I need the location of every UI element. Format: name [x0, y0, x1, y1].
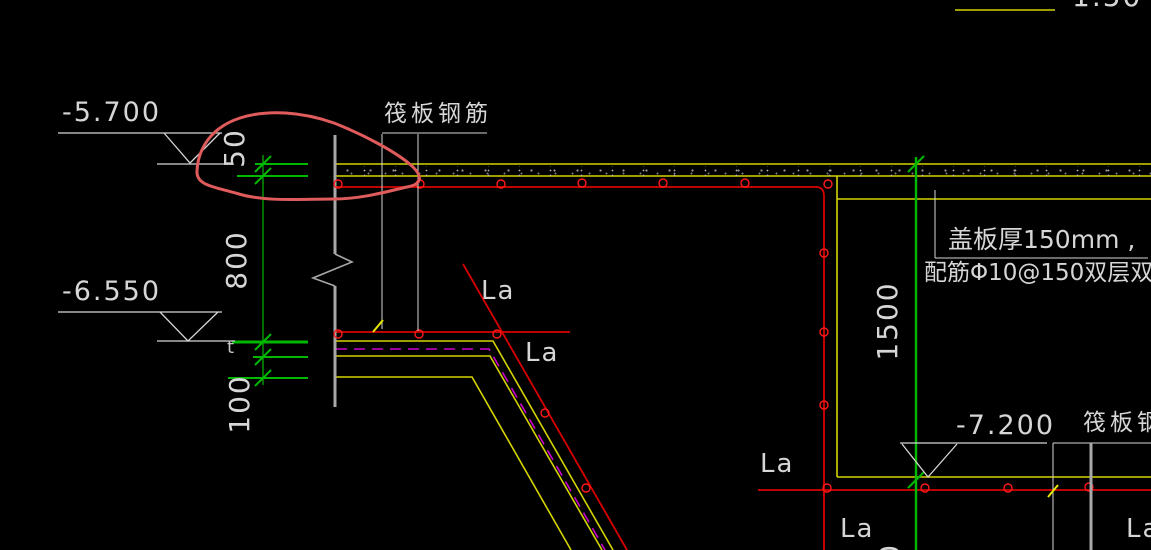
cover-note-line2: 配筋Φ10@150双层双向: [924, 260, 1151, 286]
anchorage-diagonal-rebar: [462, 263, 628, 550]
rebar-dot: [920, 483, 930, 493]
rebar-dot: [740, 178, 750, 188]
rebar-dot: [822, 483, 832, 493]
rebar-dot: [496, 179, 506, 189]
top-rebar-line: [336, 186, 825, 550]
rebar-dot: [819, 327, 829, 337]
slab2-bottom-line: [336, 376, 572, 550]
anchorage-label-la: La: [1126, 514, 1151, 544]
rebar-dot: [823, 179, 833, 189]
dim-tick: [254, 348, 272, 366]
rebar-dot: [1084, 482, 1094, 492]
elevation-value-mid-left: -6.550: [62, 276, 162, 307]
elevation-marker-pit: [900, 442, 1047, 479]
rebar-dot: [819, 400, 829, 410]
anchorage-label-la: La: [760, 449, 795, 479]
rebar-dot: [333, 329, 343, 339]
raft-rebar-label-left: 筏板钢筋: [384, 101, 492, 127]
slab2-top-line: [336, 340, 614, 550]
dim-tick: [254, 333, 272, 351]
dim-text-1500: 1500: [871, 281, 904, 361]
slab2-centerline: [336, 348, 606, 550]
elevation-markers: [58, 132, 1047, 479]
thickness-t-label: t: [227, 337, 236, 358]
rebar-dot: [492, 329, 502, 339]
dim-tick: [254, 369, 272, 387]
dim-text-bottom-partial: 0: [873, 503, 906, 550]
rebar-dot: [414, 329, 424, 339]
leader-tick: [1047, 484, 1059, 498]
anchorage-label-la: La: [525, 338, 560, 368]
elevation-marker-triangle: [159, 311, 219, 342]
elevation-marker-mid-left: [58, 311, 235, 342]
rebar-dot: [540, 408, 550, 418]
elevation-marker-top-left: [58, 132, 228, 165]
rebar-dot: [1003, 483, 1013, 493]
dim-text-800: 800: [220, 230, 253, 290]
anchorage-label-la: La: [840, 514, 875, 544]
elevation-value-pit: -7.200: [956, 410, 1056, 441]
dim-text-100: 100: [223, 374, 256, 434]
concrete-speckle-band: [336, 166, 1151, 176]
rebar-dot: [577, 178, 587, 188]
dim-tick: [907, 471, 925, 489]
leader-tick: [372, 319, 384, 333]
elevation-value-top-left: -5.700: [62, 97, 162, 128]
rebar-dot: [581, 483, 591, 493]
top-slab-band: [336, 9, 1151, 177]
elevation-value-top-right-partial: 1.50: [1072, 0, 1142, 11]
anchorage-label-la: La: [481, 276, 516, 306]
rebar-dot: [819, 248, 829, 258]
rebar-dot: [658, 178, 668, 188]
elevation-marker-triangle: [901, 443, 958, 479]
elevation-marker-triangle: [163, 132, 221, 164]
dim-text-50: 50: [218, 128, 251, 168]
sloped-slab-section: [334, 263, 628, 550]
raft-rebar-label-right: 筏板钢筋: [1083, 410, 1151, 436]
break-symbol: [310, 253, 354, 287]
slab2-mid-line: [336, 355, 603, 550]
cover-note-line1: 盖板厚150mm ,: [948, 225, 1136, 254]
